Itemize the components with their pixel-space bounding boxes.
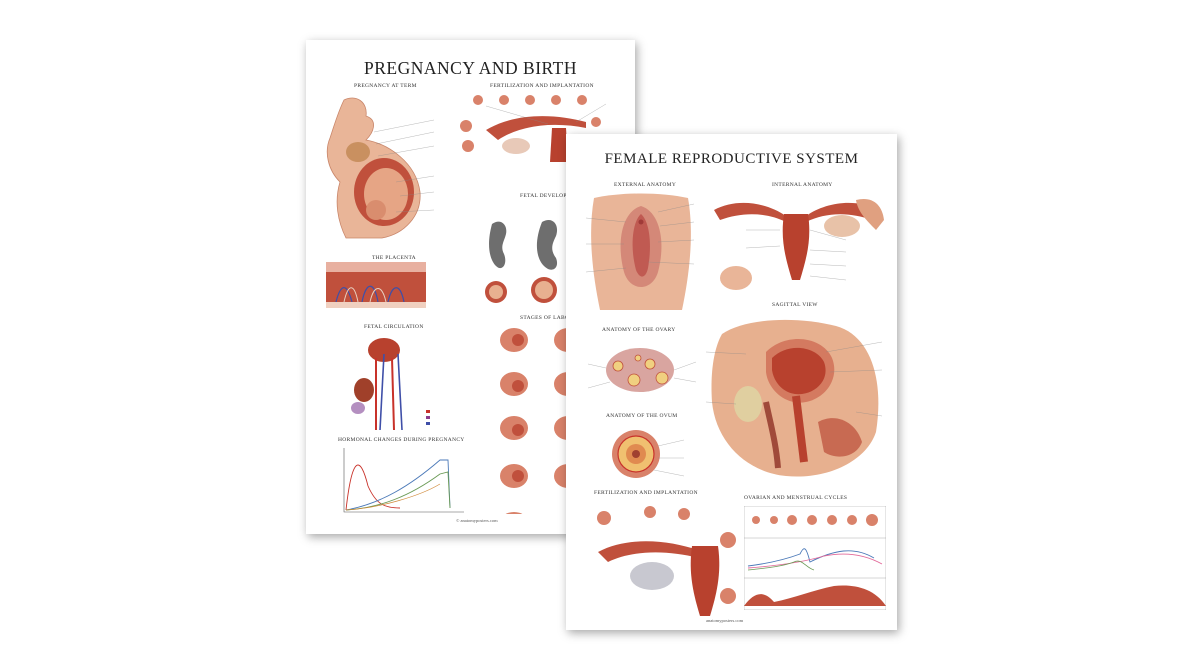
placenta-illustration bbox=[326, 262, 426, 308]
section-cycles: OVARIAN AND MENSTRUAL CYCLES bbox=[744, 495, 848, 501]
internal-anatomy-illustration bbox=[714, 198, 884, 290]
section-anatomy-of-ovary: ANATOMY OF THE OVARY bbox=[602, 327, 676, 333]
footer-credit: anatomyposters.com bbox=[706, 618, 744, 623]
section-anatomy-of-ovum: ANATOMY OF THE OVUM bbox=[606, 413, 678, 419]
fetal-development-illustration bbox=[485, 219, 558, 303]
section-sagittal-view: SAGITTAL VIEW bbox=[772, 302, 818, 308]
section-pregnancy-at-term: PREGNANCY AT TERM bbox=[354, 83, 417, 89]
pregnant-body-illustration bbox=[326, 97, 435, 239]
section-fertilization: FERTILIZATION AND IMPLANTATION bbox=[490, 83, 594, 89]
section-fertilization: FERTILIZATION AND IMPLANTATION bbox=[594, 490, 698, 496]
section-internal-anatomy: INTERNAL ANATOMY bbox=[772, 182, 833, 188]
section-placenta: THE PLACENTA bbox=[372, 255, 416, 261]
poster-title: PREGNANCY AND BIRTH bbox=[364, 58, 577, 78]
section-fetal-development: FETAL DEVELOPMENT bbox=[520, 193, 584, 199]
section-fetal-circulation: FETAL CIRCULATION bbox=[364, 324, 424, 330]
poster-title: FEMALE REPRODUCTIVE SYSTEM bbox=[604, 151, 859, 167]
ovum-illustration bbox=[612, 430, 684, 478]
hormonal-changes-chart bbox=[343, 448, 464, 513]
fertilization-implantation-illustration bbox=[597, 506, 736, 616]
footer-credit: © anatomyposters.com bbox=[456, 518, 498, 523]
fetal-circulation-illustration bbox=[351, 338, 430, 431]
menstrual-cycle-chart bbox=[744, 506, 886, 610]
section-hormonal-changes: HORMONAL CHANGES DURING PREGNANCY bbox=[338, 437, 465, 443]
section-stages-of-labor: STAGES OF LABOR bbox=[520, 315, 574, 321]
ovary-illustration bbox=[588, 348, 697, 392]
external-anatomy-illustration bbox=[586, 193, 695, 310]
fertilization-illustration bbox=[460, 95, 607, 162]
sagittal-view-illustration bbox=[706, 319, 883, 477]
female-reproductive-system-poster: FEMALE REPRODUCTIVE SYSTEM EXTERNAL ANAT… bbox=[566, 134, 897, 630]
section-external-anatomy: EXTERNAL ANATOMY bbox=[614, 182, 677, 188]
